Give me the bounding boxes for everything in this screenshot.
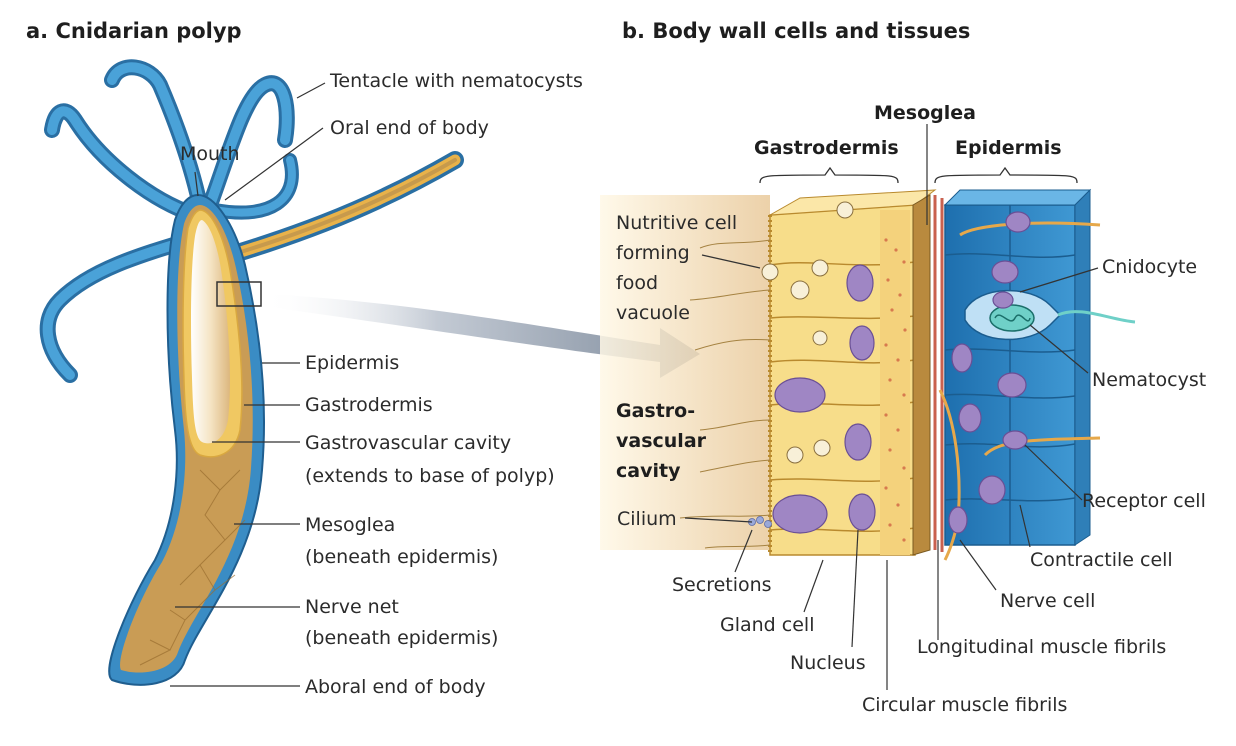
panel-a-leaders bbox=[170, 82, 326, 687]
label-nerve-net-2: (beneath epidermis) bbox=[305, 627, 499, 649]
label-nucleus: Nucleus bbox=[790, 652, 866, 674]
label-aboral-end: Aboral end of body bbox=[305, 676, 486, 698]
nuclei bbox=[772, 211, 1031, 534]
panel-b-title: b. Body wall cells and tissues bbox=[622, 19, 971, 43]
label-gv-cavity-b2: vascular bbox=[616, 430, 707, 452]
label-cilium: Cilium bbox=[617, 508, 677, 530]
label-secretions: Secretions bbox=[672, 574, 772, 596]
mesoglea-strip bbox=[912, 194, 931, 556]
polyp-illustration bbox=[39, 59, 464, 686]
label-epidermis-b: Epidermis bbox=[955, 137, 1062, 159]
label-epidermis-a: Epidermis bbox=[305, 352, 400, 374]
label-oral-end: Oral end of body bbox=[330, 117, 489, 139]
label-nutritive-3: food bbox=[616, 272, 658, 294]
label-nerve-net-1: Nerve net bbox=[305, 596, 399, 618]
magnify-arrow bbox=[262, 294, 700, 378]
label-gastrodermis-b: Gastrodermis bbox=[754, 137, 899, 159]
braces bbox=[759, 166, 1078, 184]
label-receptor-cell: Receptor cell bbox=[1082, 490, 1206, 512]
nerve-net bbox=[139, 469, 246, 666]
label-gland-cell: Gland cell bbox=[720, 614, 815, 636]
label-gv-cavity-b3: cavity bbox=[616, 460, 681, 482]
label-nematocyst: Nematocyst bbox=[1092, 369, 1207, 391]
polyp-gv-cavity bbox=[191, 220, 230, 444]
label-gv-cavity-a2: (extends to base of polyp) bbox=[305, 465, 555, 487]
label-gv-cavity-a1: Gastrovascular cavity bbox=[305, 432, 512, 454]
label-mesoglea-a2: (beneath epidermis) bbox=[305, 546, 499, 568]
label-nerve-cell: Nerve cell bbox=[1000, 590, 1096, 612]
label-gv-cavity-b1: Gastro- bbox=[616, 400, 696, 422]
inset-box bbox=[216, 281, 262, 307]
panel-b-leaders bbox=[684, 124, 1099, 690]
label-mesoglea-b: Mesoglea bbox=[874, 102, 976, 124]
label-nutritive-4: vacuole bbox=[616, 302, 690, 324]
label-mesoglea-a1: Mesoglea bbox=[305, 514, 396, 536]
panel-a-title: a. Cnidarian polyp bbox=[26, 19, 242, 43]
label-mouth: Mouth bbox=[180, 143, 240, 165]
label-tentacle: Tentacle with nematocysts bbox=[330, 70, 583, 92]
label-cnidocyte: Cnidocyte bbox=[1102, 256, 1198, 278]
nematocyst-capsule bbox=[989, 304, 1035, 332]
label-nutritive-1: Nutritive cell bbox=[616, 212, 738, 234]
label-circular-fibrils: Circular muscle fibrils bbox=[862, 694, 1068, 716]
label-contractile-cell: Contractile cell bbox=[1030, 549, 1173, 571]
label-longitudinal-fibrils: Longitudinal muscle fibrils bbox=[917, 636, 1167, 658]
cnidocil bbox=[1057, 310, 1136, 324]
label-gastrodermis-a: Gastrodermis bbox=[305, 394, 433, 416]
label-nutritive-2: forming bbox=[616, 242, 690, 264]
gv-cavity-bg bbox=[600, 195, 770, 550]
